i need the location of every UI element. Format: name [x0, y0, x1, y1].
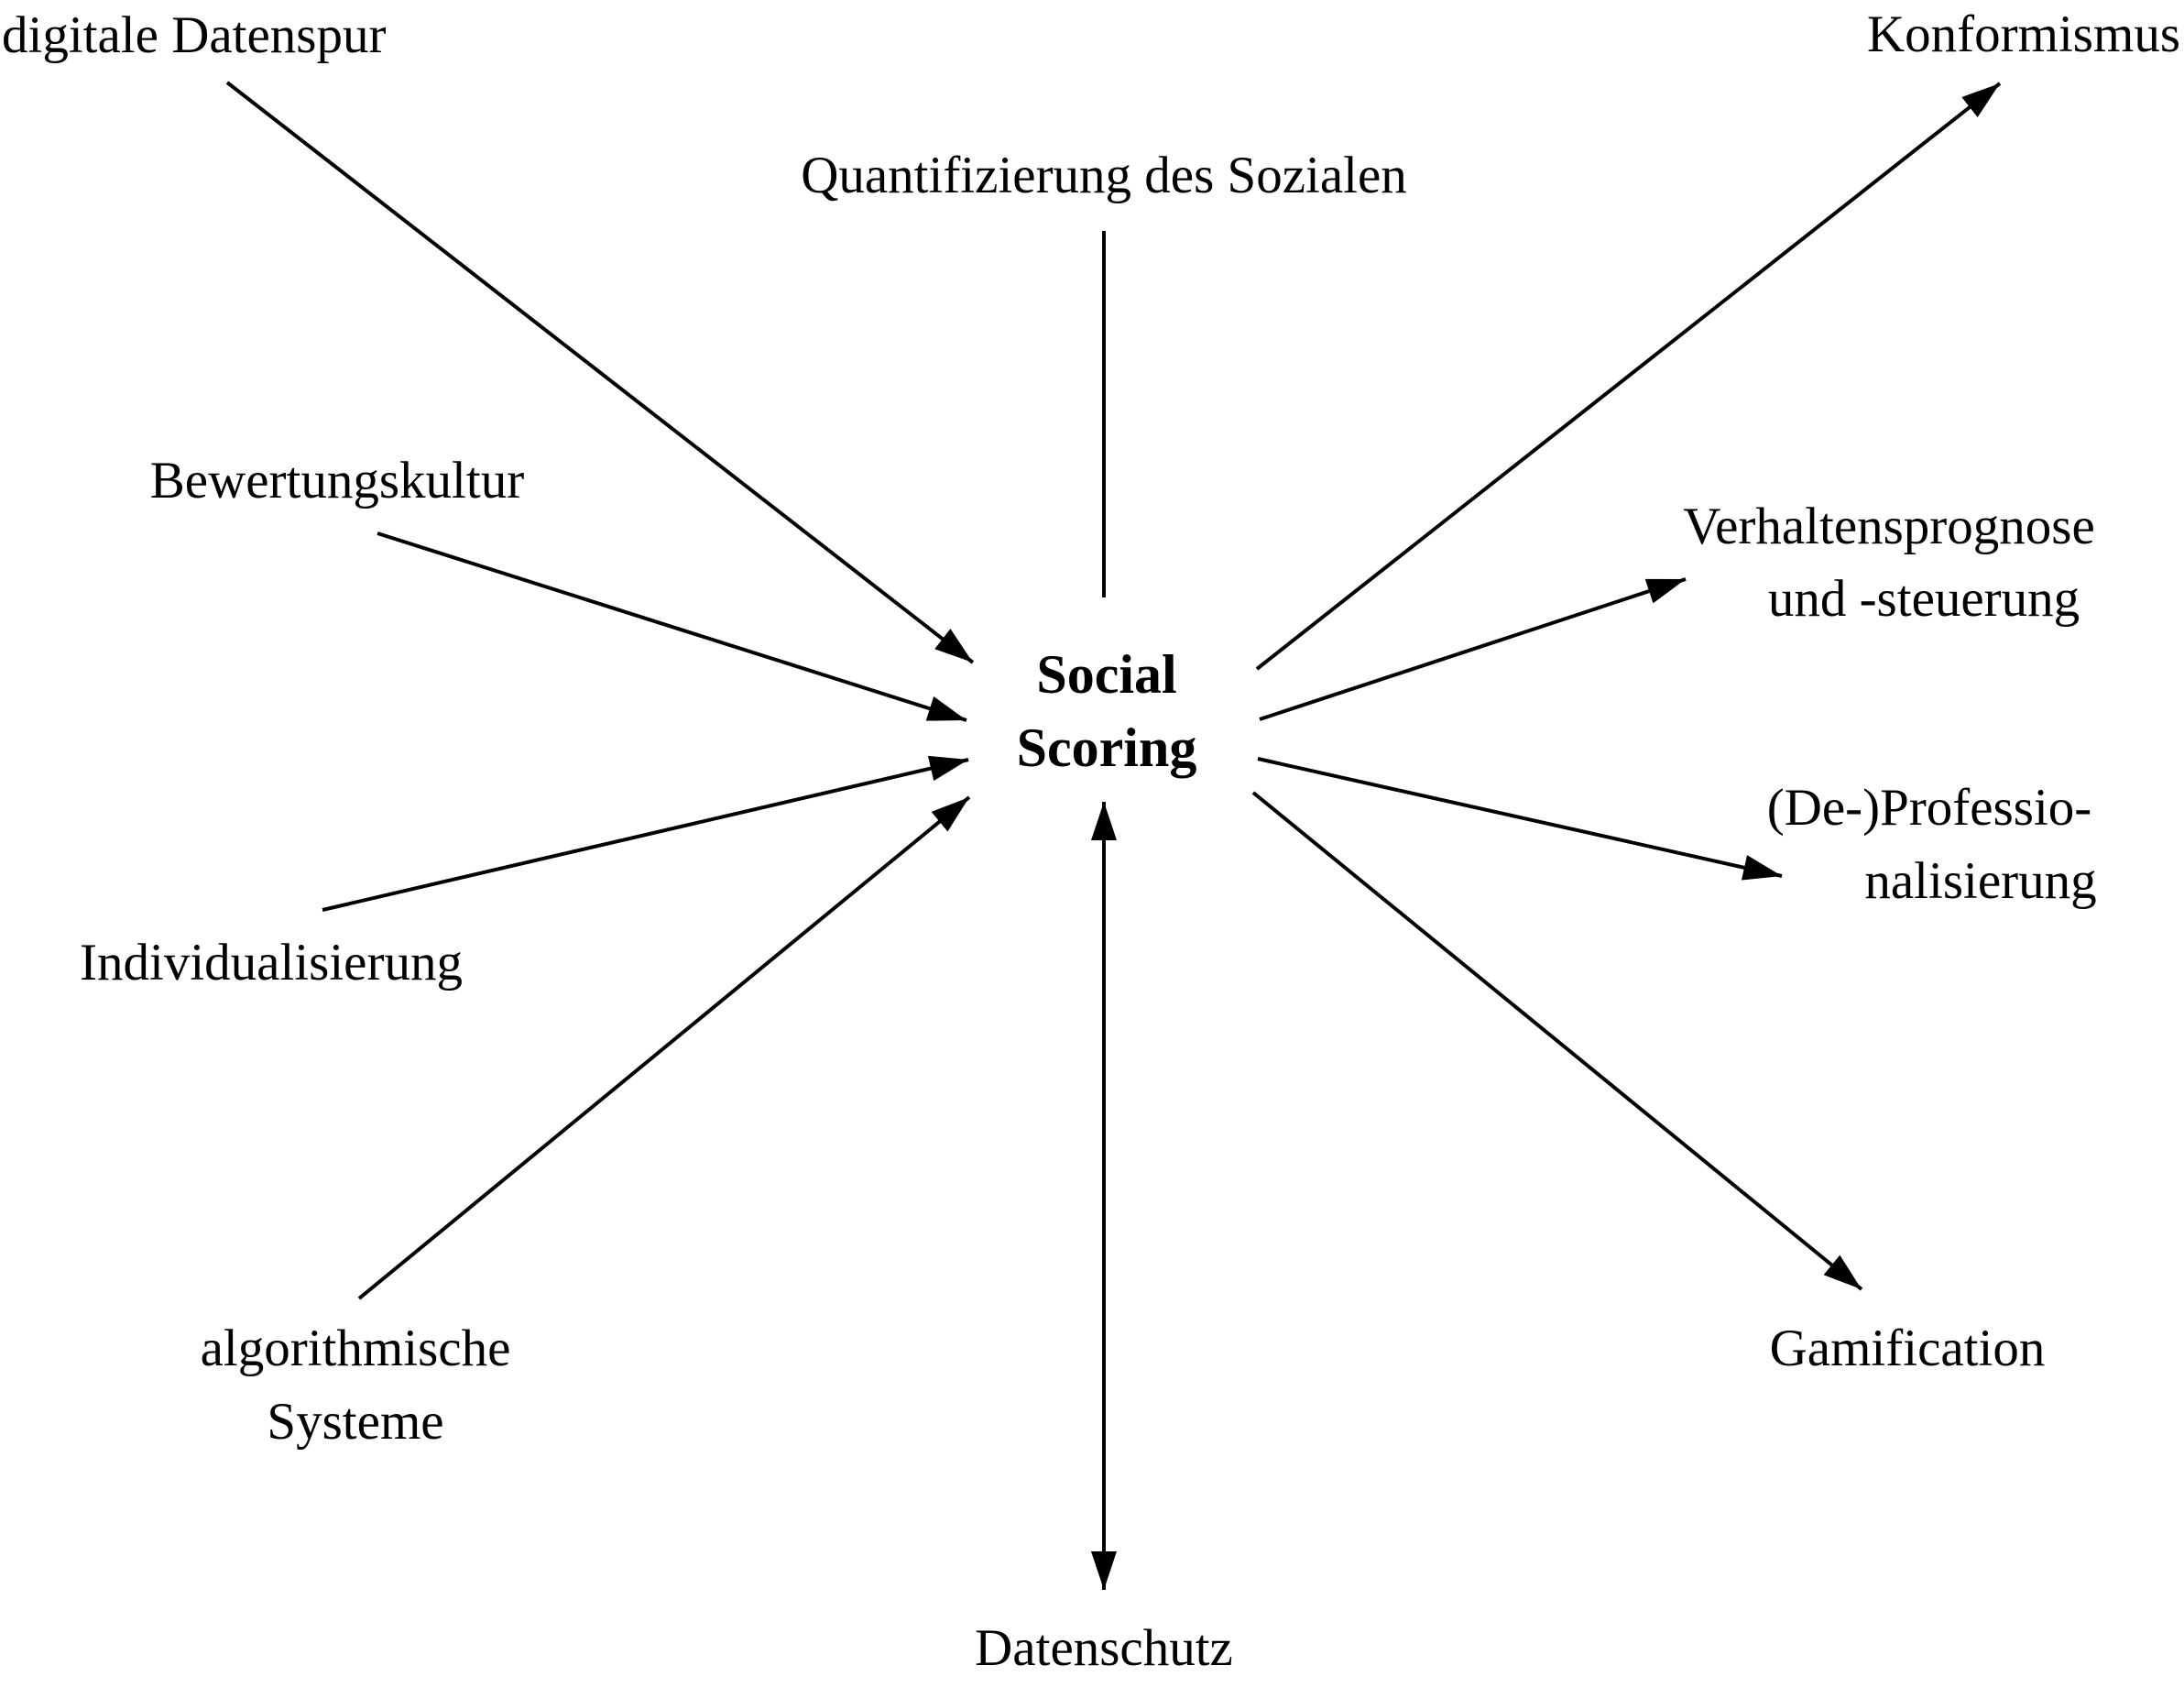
edge-gamification [1251, 791, 1863, 1291]
node-quantifizierung-des-sozialen: Quantifizierung des Sozialen [801, 147, 1407, 204]
edge-de-professionalisierung-arrowhead [1741, 855, 1782, 881]
edge-datenschutz-arrowhead-start [1091, 802, 1117, 840]
node-konformismus: Konformismus [1867, 5, 2180, 63]
edge-verhaltensprognose-arrowhead [1644, 578, 1686, 604]
edge-bewertungskultur-arrowhead [925, 696, 966, 721]
node-de-professionalisierung-line-2: nalisierung [1864, 852, 2096, 910]
node-datenschutz: Datenschutz [975, 1619, 1233, 1677]
nodes-group: digitale Datenspur Quantifizierung des S… [2, 5, 2180, 1677]
edges-group [225, 81, 2002, 1590]
edge-datenschutz-arrowhead-end [1091, 1551, 1117, 1590]
edge-individualisierung-arrowhead [927, 755, 968, 782]
node-individualisierung: Individualisierung [80, 934, 463, 991]
center-label-line-1: Social [1036, 644, 1176, 705]
edge-verhaltensprognose [1259, 577, 1687, 721]
node-gamification: Gamification [1770, 1320, 2046, 1377]
node-verhaltensprognose-line-1: Verhaltensprognose [1683, 498, 2095, 555]
node-de-professionalisierung-line-1: (De-)Professio- [1767, 779, 2092, 837]
edge-de-professionalisierung [1257, 757, 1783, 878]
edge-bewertungskultur [377, 531, 967, 722]
node-digitale-datenspur: digitale Datenspur [2, 6, 386, 64]
edge-algorithmische-systeme-arrowhead [931, 797, 969, 832]
edge-digitale-datenspur [225, 81, 975, 664]
center-node: Social Scoring [1017, 644, 1197, 778]
edge-individualisierung [322, 758, 969, 912]
edge-konformismus [1255, 82, 2002, 671]
edge-digitale-datenspur-arrowhead [934, 629, 973, 663]
node-algorithmische-systeme-line-2: Systeme [267, 1393, 443, 1451]
node-bewertungskultur: Bewertungskultur [150, 452, 524, 509]
edge-algorithmische-systeme [357, 795, 971, 1300]
node-verhaltensprognose-line-2: und -steuerung [1768, 570, 2080, 628]
center-label-line-2: Scoring [1017, 718, 1197, 778]
edge-gamification-arrowhead [1823, 1254, 1862, 1289]
node-algorithmische-systeme-line-1: algorithmische [201, 1320, 511, 1377]
arrowheads-group [925, 83, 2000, 1590]
edge-konformismus-arrowhead [1961, 83, 2000, 117]
